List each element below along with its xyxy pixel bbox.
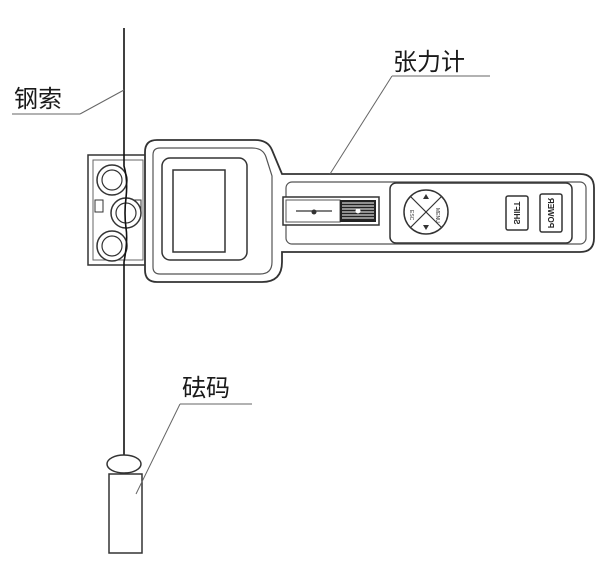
pad-left-label: ESC [408,210,414,221]
tensiometer-device: ESC MENU SHIFT POWER [144,139,595,283]
callout-weight: 砝码 [135,374,252,495]
weight-block [108,473,143,554]
label-weight: 砝码 [182,374,230,402]
label-tensiometer: 张力计 [393,48,465,76]
callout-tensiometer: 张力计 [329,48,490,175]
shift-button[interactable]: SHIFT [505,195,529,231]
weight-hook [106,454,142,474]
arrow-up-icon [423,194,429,199]
power-button[interactable]: POWER [539,193,563,233]
shift-button-label: SHIFT [512,201,521,224]
callout-cable: 钢索 [12,85,125,115]
slider-switch[interactable] [282,196,380,226]
roller-top [96,164,128,196]
pad-right-label: MENU [434,208,440,223]
arrow-down-icon [423,225,429,230]
label-cable: 钢索 [14,85,62,113]
roller-bottom [96,230,128,262]
direction-pad[interactable]: ESC MENU [403,189,449,235]
steel-cable [123,28,128,458]
weight [106,454,143,554]
display-screen [172,169,226,253]
power-button-label: POWER [546,198,555,228]
